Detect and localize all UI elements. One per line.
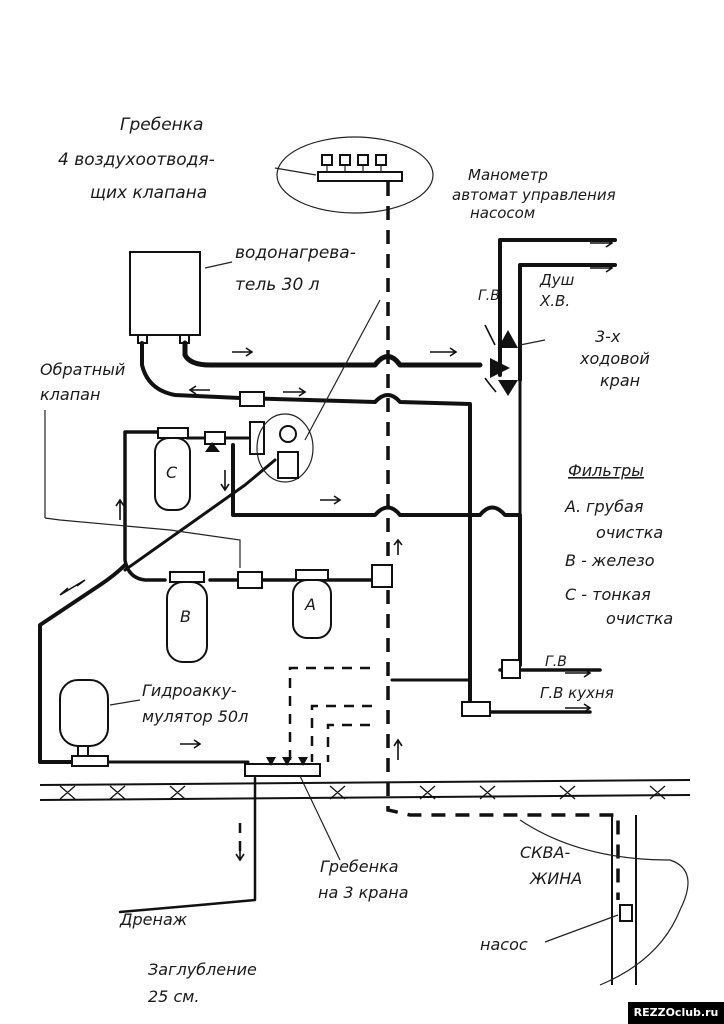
hydro-accumulator [59,679,109,767]
check-valve-assembly [204,391,314,483]
label-check-2: клапан [40,385,100,404]
pressure-gauge-icon [279,425,297,443]
label-manifold-top: Гребенка [120,115,203,135]
labels: Гребенка 4 воздухоотводя- щих клапана во… [40,115,673,1006]
site-watermark: REZZOclub.ru [628,1002,724,1024]
label-valve3-2: ходовой [579,349,650,368]
label-air-valves-2: щих клапана [90,183,207,203]
label-tank-b: В [180,607,191,626]
label-accum-2: мулятор 50л [142,707,248,726]
filter-a [292,569,332,639]
label-pressure-2: автомат управления [452,186,616,204]
three-way-valve [490,330,518,396]
label-pressure-3: насосом [470,204,535,222]
pump-icon [619,904,633,922]
label-heater-1: водонагрева- [235,243,356,263]
filter-b [166,571,208,663]
label-filter-c-2: очистка [606,609,673,628]
label-gv-shower: Г.В [478,288,500,304]
valve-between-filters [237,571,263,589]
riser-tee [371,564,393,588]
well [519,815,689,986]
label-filter-a-2: очистка [596,523,663,542]
label-manifold-bottom-1: Гребенка [320,857,399,876]
water-heater [129,251,201,344]
label-depth-2: 25 см. [148,987,199,1006]
label-air-valves-1: 4 воздухоотводя- [58,150,215,170]
label-depth-1: Заглубление [148,960,257,979]
label-manifold-bottom-2: на 3 крана [318,883,409,902]
bottom-manifold [244,757,321,777]
leader-air-valves [274,167,317,176]
label-gv-kitchen-top: Г.В [545,654,567,670]
label-filters-title: Фильтры [568,461,644,480]
label-filter-b: В - железо [565,551,655,570]
label-tank-c: С [166,463,178,482]
label-pressure-1: Манометр [468,166,548,184]
label-drain: Дренаж [119,910,188,929]
label-accum-1: Гидроакку- [142,681,237,700]
label-pump: насос [480,935,528,954]
label-well-2: ЖИНА [529,869,582,888]
ground-line [39,779,691,801]
label-kitchen: Г.В кухня [540,684,614,702]
label-shower-2: Х.В. [539,292,570,310]
pipes [38,238,617,914]
label-filter-a-1: А. грубая [564,497,644,516]
label-filter-c-1: С - тонкая [565,585,651,604]
label-well-1: СКВА- [520,843,570,862]
label-shower-1: Душ [539,271,575,289]
label-valve3-1: 3-х [595,327,621,346]
label-valve3-3: кран [600,371,640,390]
dashed-returns [238,666,372,860]
label-heater-2: тель 30 л [235,275,320,295]
kitchen-tee-bottom [461,701,491,717]
filter-c [154,427,191,511]
main-riser-dashed [386,182,620,900]
label-tank-a: А [304,595,316,614]
label-check-1: Обратный [40,360,125,379]
flow-arrows [59,238,614,862]
top-manifold [276,136,434,214]
kitchen-tee-top [501,659,521,679]
